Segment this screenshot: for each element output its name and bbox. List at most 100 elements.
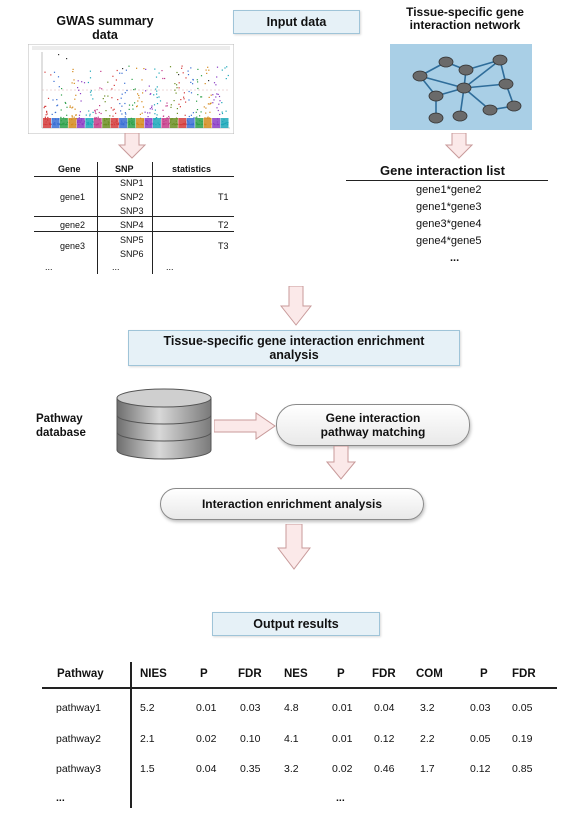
gwas-header-gene: Gene <box>58 164 81 174</box>
manhattan-point <box>195 117 197 119</box>
manhattan-point <box>99 105 101 107</box>
manhattan-point <box>100 70 102 72</box>
manhattan-point <box>204 83 206 85</box>
manhattan-point <box>149 112 151 114</box>
manhattan-point <box>216 107 218 109</box>
manhattan-point <box>150 93 152 95</box>
manhattan-point <box>216 93 218 95</box>
manhattan-chromosome-band <box>178 118 187 128</box>
arrow-down-gwas-icon <box>117 133 147 159</box>
manhattan-point <box>79 93 82 95</box>
network-heading: Tissue-specific gene interaction network <box>406 5 524 32</box>
manhattan-point <box>187 74 190 76</box>
manhattan-point <box>183 98 185 100</box>
manhattan-point <box>190 92 193 94</box>
manhattan-point <box>138 97 140 99</box>
manhattan-point <box>221 69 223 71</box>
gwas-heading: GWAS summary data <box>56 14 154 42</box>
manhattan-chromosome-band <box>127 118 136 128</box>
stat-cell: T3 <box>218 241 229 251</box>
manhattan-point <box>215 84 217 86</box>
manhattan-point <box>102 98 104 100</box>
manhattan-point <box>101 88 103 90</box>
manhattan-point <box>95 112 97 115</box>
manhattan-point <box>45 114 47 116</box>
manhattan-point <box>71 115 73 117</box>
output-header-fdr: FDR <box>238 668 262 680</box>
manhattan-point <box>136 105 138 107</box>
manhattan-point <box>197 87 199 90</box>
output-header-pathway: Pathway <box>57 668 104 680</box>
manhattan-point <box>109 115 111 117</box>
gene-pair-item: gene3*gene4 <box>416 218 482 230</box>
manhattan-point <box>73 82 75 84</box>
manhattan-point <box>207 116 209 118</box>
stat-cell: T2 <box>218 220 229 230</box>
manhattan-point <box>156 86 158 88</box>
manhattan-chromosome-band <box>119 118 128 128</box>
manhattan-point <box>94 110 96 112</box>
manhattan-point <box>118 122 120 124</box>
manhattan-point <box>75 94 77 96</box>
manhattan-point <box>137 93 139 95</box>
arrow-down-icon <box>280 286 312 326</box>
manhattan-point <box>225 78 227 80</box>
output-header-nes: NES <box>284 668 308 680</box>
manhattan-point <box>209 111 211 113</box>
manhattan-point <box>165 105 167 107</box>
manhattan-point <box>180 99 182 101</box>
manhattan-chromosome-band <box>220 118 229 128</box>
manhattan-chromosome-band <box>212 118 221 128</box>
manhattan-point <box>226 66 228 68</box>
manhattan-point <box>156 93 158 95</box>
manhattan-point <box>112 109 114 111</box>
manhattan-chromosome-band <box>76 118 85 128</box>
manhattan-point <box>73 116 75 118</box>
manhattan-point <box>196 100 198 102</box>
manhattan-point <box>178 103 180 105</box>
manhattan-point <box>151 105 153 107</box>
manhattan-point <box>116 69 118 72</box>
manhattan-point <box>205 69 207 71</box>
manhattan-point <box>204 117 206 119</box>
manhattan-point <box>119 72 121 74</box>
manhattan-point <box>162 115 164 117</box>
manhattan-point <box>218 103 220 105</box>
manhattan-point <box>207 66 209 68</box>
manhattan-chromosome-band <box>195 118 204 128</box>
manhattan-point <box>73 79 75 81</box>
manhattan-point <box>96 109 98 111</box>
manhattan-point <box>197 94 199 96</box>
stat-cell: T1 <box>218 192 229 202</box>
manhattan-point <box>71 116 73 118</box>
manhattan-point <box>183 92 185 94</box>
manhattan-point <box>134 88 136 90</box>
manhattan-point <box>117 99 119 101</box>
manhattan-point <box>203 106 205 108</box>
manhattan-point <box>96 117 98 119</box>
output-cell: pathway2 <box>56 733 101 745</box>
manhattan-point <box>170 104 172 106</box>
manhattan-point <box>85 114 87 116</box>
manhattan-point <box>78 117 80 119</box>
manhattan-point <box>195 111 197 113</box>
manhattan-point <box>173 100 175 102</box>
manhattan-point <box>44 71 46 73</box>
manhattan-point <box>78 114 81 116</box>
manhattan-chromosome-band <box>203 118 212 128</box>
manhattan-point <box>210 94 212 96</box>
manhattan-point <box>166 105 168 107</box>
output-header-p: P <box>337 668 345 680</box>
manhattan-point <box>227 74 229 77</box>
output-cell: 0.05 <box>470 733 491 745</box>
output-cell: pathway3 <box>56 763 101 775</box>
manhattan-point <box>124 116 126 118</box>
manhattan-point <box>176 112 178 114</box>
manhattan-point <box>162 109 164 111</box>
manhattan-peak-point <box>122 68 124 70</box>
manhattan-point <box>72 71 74 73</box>
output-cell: 1.5 <box>140 763 155 775</box>
manhattan-point <box>166 102 168 104</box>
manhattan-chromosome-band <box>110 118 119 128</box>
output-header-fdr: FDR <box>372 668 396 680</box>
